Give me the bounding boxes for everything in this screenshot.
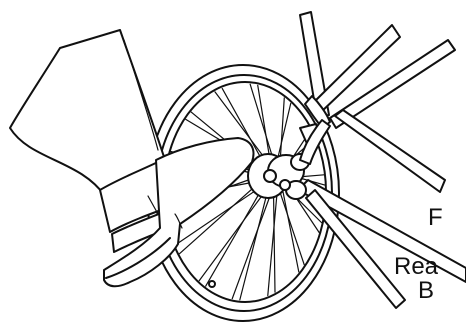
trouser-leg [10, 30, 176, 252]
spoke [232, 196, 270, 299]
spoke [283, 189, 299, 272]
spoke [280, 192, 304, 265]
spoke [240, 196, 267, 300]
spoke [258, 85, 270, 160]
spoke [268, 194, 277, 295]
valve-icon [209, 281, 215, 287]
quick-release-lever [300, 120, 330, 164]
caption-line-1: F [428, 206, 443, 230]
spoke [274, 196, 275, 293]
caption-line-2: Rea [394, 255, 438, 279]
caption-line-3: B [418, 279, 434, 303]
